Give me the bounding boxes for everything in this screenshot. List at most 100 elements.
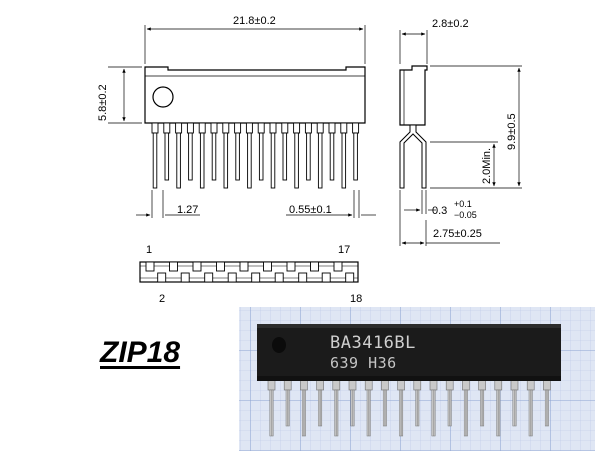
photo-lead (269, 389, 274, 437)
bottom-pin-bottom (227, 272, 237, 283)
front-lead-shoulder (175, 122, 183, 134)
bottom-pin-bottom (251, 272, 261, 283)
photo-lead (399, 389, 404, 437)
chip-marking-line2: 639 H36 (330, 354, 397, 372)
dim-total-height: 9.9±0.5 (430, 65, 522, 189)
row-spacing-label: 2.75±0.25 (433, 228, 482, 240)
package-body-front (144, 66, 366, 124)
dim-lead-thickness: 0.3 +0.1 −0.05 (404, 190, 477, 220)
front-lead-shoulder (210, 122, 218, 134)
front-lead (211, 132, 217, 181)
photo-lead (415, 389, 420, 427)
front-lead-shoulder (234, 122, 242, 134)
body-thickness-label: 2.8±0.2 (432, 18, 469, 30)
body-length-label: 21.8±0.2 (233, 15, 276, 27)
front-lead (329, 132, 335, 181)
pin-label-2: 2 (159, 293, 165, 305)
front-lead-shoulder (304, 122, 312, 134)
front-lead-shoulder (198, 122, 206, 134)
photo-lead (463, 389, 468, 437)
photo-lead (496, 389, 501, 437)
total-height-label: 9.9±0.5 (506, 113, 518, 150)
photo-lead (512, 389, 517, 427)
lead-width-label: 0.55±0.1 (289, 204, 332, 216)
lead-thickness-plus-label: +0.1 (454, 199, 472, 209)
bottom-pin-top (216, 261, 225, 272)
front-lead (353, 132, 358, 181)
photo-lead (366, 389, 371, 437)
photo-lead (350, 389, 355, 427)
dim-lead-length: 2.0Min. (430, 141, 498, 187)
chip-notch (272, 337, 286, 353)
front-lead-shoulder (151, 122, 159, 134)
side-view (399, 65, 428, 189)
front-lead (176, 132, 181, 189)
bottom-pin-bottom (321, 272, 331, 283)
front-lead-shoulder (316, 122, 324, 134)
front-lead (294, 132, 299, 189)
photo-lead (285, 389, 290, 427)
front-leads (151, 122, 360, 189)
pin-pitch-label: 1.27 (177, 204, 198, 216)
bottom-view: 1 17 2 18 (139, 244, 362, 305)
pin1-index-circle (152, 86, 174, 108)
chip-marking-line1: BA3416BL (330, 333, 416, 353)
bottom-pin-top (239, 261, 249, 272)
front-view (144, 66, 366, 189)
bottom-pin-bottom (345, 272, 355, 283)
front-lead-shoulder (340, 122, 348, 134)
front-lead-shoulder (328, 122, 336, 134)
front-lead (199, 132, 205, 189)
dim-body-length: 21.8±0.2 (144, 15, 366, 64)
dim-row-spacing: 2.75±0.25 (399, 190, 500, 246)
lead-length-label: 2.0Min. (481, 148, 493, 184)
front-lead (223, 132, 229, 189)
front-lead (152, 132, 158, 189)
pin-label-17: 17 (338, 244, 350, 256)
front-lead (282, 132, 288, 181)
front-lead (258, 132, 264, 181)
body-height-label: 5.8±0.2 (97, 84, 109, 121)
chip-body-photo (257, 324, 561, 380)
front-lead (270, 132, 276, 189)
photo-lead (382, 389, 387, 427)
front-lead (235, 132, 240, 181)
photo-lead (318, 389, 323, 427)
bottom-pin-bottom (274, 272, 284, 283)
front-lead-shoulder (281, 122, 289, 134)
side-lead-bent (399, 124, 427, 189)
pin-label-1: 1 (146, 244, 152, 256)
lead-thickness-minus-label: −0.05 (454, 210, 477, 220)
package-body-side (399, 65, 428, 126)
bottom-pin-bottom (180, 272, 190, 283)
pin-label-18: 18 (350, 293, 362, 305)
bottom-pin-top (145, 261, 155, 272)
bottom-pin-top (310, 261, 319, 272)
front-lead (306, 132, 311, 181)
bottom-pin-bottom (204, 272, 214, 283)
photo-lead (301, 389, 306, 437)
photo-lead (447, 389, 452, 427)
photo-lead (334, 389, 339, 437)
bottom-pin-top (333, 261, 343, 272)
front-lead-shoulder (257, 122, 265, 134)
photo-lead (544, 389, 549, 427)
front-lead-shoulder (245, 122, 253, 134)
front-lead-shoulder (269, 122, 277, 134)
front-lead-shoulder (293, 122, 301, 134)
dim-body-height: 5.8±0.2 (97, 66, 142, 124)
front-lead-shoulder (186, 122, 194, 134)
front-lead (164, 132, 170, 181)
lead-thickness-base-label: 0.3 (432, 205, 447, 217)
front-lead-shoulder (352, 122, 360, 134)
bottom-pin-bottom (298, 272, 308, 283)
front-lead (341, 132, 347, 189)
bottom-pin-top (169, 261, 178, 272)
bottom-pin-top (286, 261, 296, 272)
front-lead-shoulder (163, 122, 171, 134)
front-lead (247, 132, 252, 189)
dim-body-thickness: 2.8±0.2 (399, 18, 469, 64)
photo-lead (480, 389, 485, 427)
chip-photo: BA3416BL 639 H36 (239, 307, 595, 451)
